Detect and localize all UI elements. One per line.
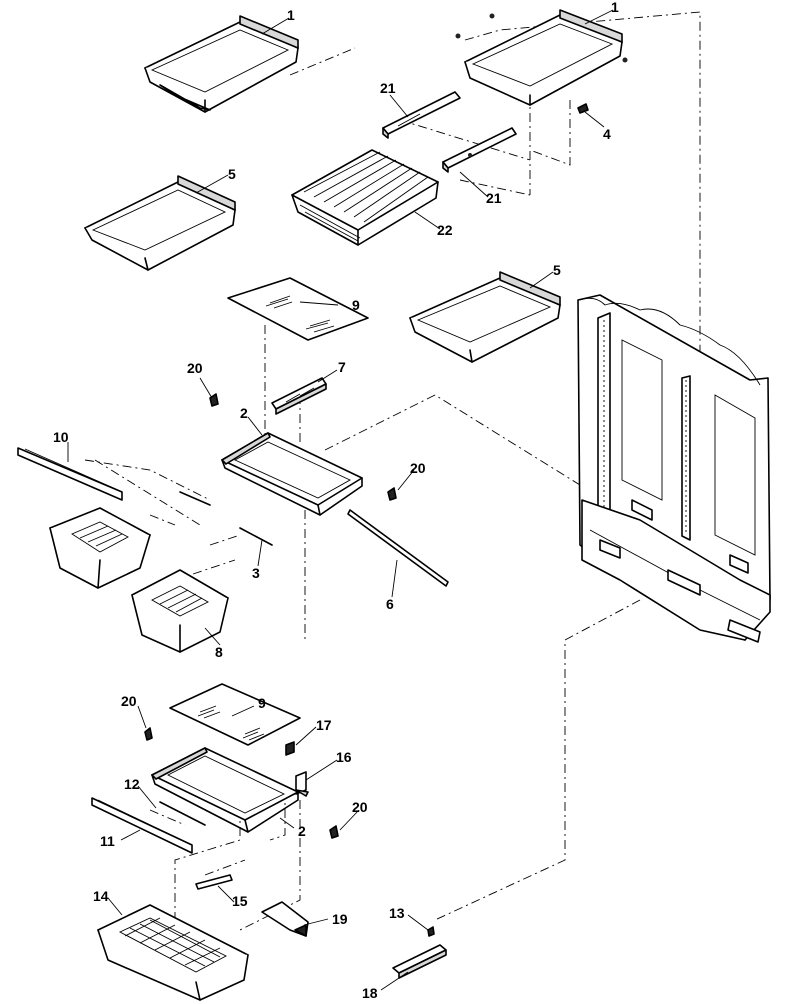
callout-11: 11 (100, 833, 115, 849)
clip-part-20-b (387, 487, 397, 501)
callout-20c: 20 (121, 693, 137, 709)
bracket-part-17 (285, 741, 295, 756)
callout-8: 8 (215, 644, 223, 660)
callout-10: 10 (53, 429, 69, 445)
clip-part-20-a (209, 393, 219, 407)
rod-part-6 (347, 509, 449, 587)
callout-22: 22 (437, 222, 453, 238)
crisper-bin-upper (49, 507, 151, 589)
rail-part-12 (159, 801, 206, 826)
shelf-frame-part-2-upper (221, 432, 363, 516)
callout-20a: 20 (187, 360, 203, 376)
crisper-bin-part-8 (131, 569, 229, 653)
callout-2b: 2 (298, 823, 306, 839)
rod-part-3 (179, 491, 273, 546)
callout-9a: 9 (352, 297, 360, 313)
callout-4: 4 (603, 126, 611, 142)
callout-20b: 20 (410, 460, 426, 476)
callout-1a: 1 (287, 7, 295, 23)
callout-5b: 5 (553, 262, 561, 278)
screw-part-4 (577, 103, 589, 114)
shelf-part-1-right (455, 9, 628, 106)
clip-part-20-c (144, 727, 153, 741)
rail-part-21-upper (382, 91, 461, 139)
callout-21a: 21 (380, 80, 396, 96)
callout-labels: 1 1 21 4 5 21 22 5 9 20 7 2 10 20 3 6 8 … (53, 0, 619, 1001)
shelf-part-5-right (409, 271, 561, 363)
callout-16: 16 (336, 749, 352, 765)
callout-1b: 1 (611, 0, 619, 15)
bracket-part-7 (271, 377, 327, 415)
callout-leaders (67, 9, 614, 991)
bracket-part-18 (392, 944, 447, 979)
callout-15: 15 (232, 893, 248, 909)
callout-9b: 9 (258, 695, 266, 711)
callout-20d: 20 (352, 799, 368, 815)
pan-drawer-part-14 (97, 904, 249, 1001)
shelf-part-5-left (84, 175, 236, 271)
callout-12: 12 (124, 776, 140, 792)
callout-6: 6 (386, 596, 394, 612)
shelf-part-1-left (144, 15, 299, 113)
clip-part-20-d (329, 825, 339, 839)
callout-5a: 5 (228, 166, 236, 182)
cover-part-19 (261, 901, 309, 937)
callout-13: 13 (389, 905, 405, 921)
screw-part-13 (427, 926, 435, 937)
bracket-part-16 (295, 771, 309, 797)
alignment-lines (84, 11, 701, 931)
rail-part-11 (91, 797, 193, 854)
callout-14: 14 (93, 888, 109, 904)
wire-basket-part-22 (291, 149, 439, 246)
shelf-frame-part-2-lower (151, 747, 299, 833)
callout-3: 3 (252, 565, 260, 581)
callout-21b: 21 (486, 190, 502, 206)
callout-18: 18 (362, 985, 378, 1001)
callout-19: 19 (332, 911, 348, 927)
glass-shelf-part-9-upper (227, 277, 369, 341)
rail-part-21-lower (442, 127, 517, 173)
refrigerator-liner (577, 294, 771, 643)
callout-2a: 2 (240, 405, 248, 421)
callout-17: 17 (316, 717, 332, 733)
rail-part-10 (17, 447, 123, 501)
callout-7: 7 (338, 359, 346, 375)
bracket-part-15 (195, 874, 233, 890)
